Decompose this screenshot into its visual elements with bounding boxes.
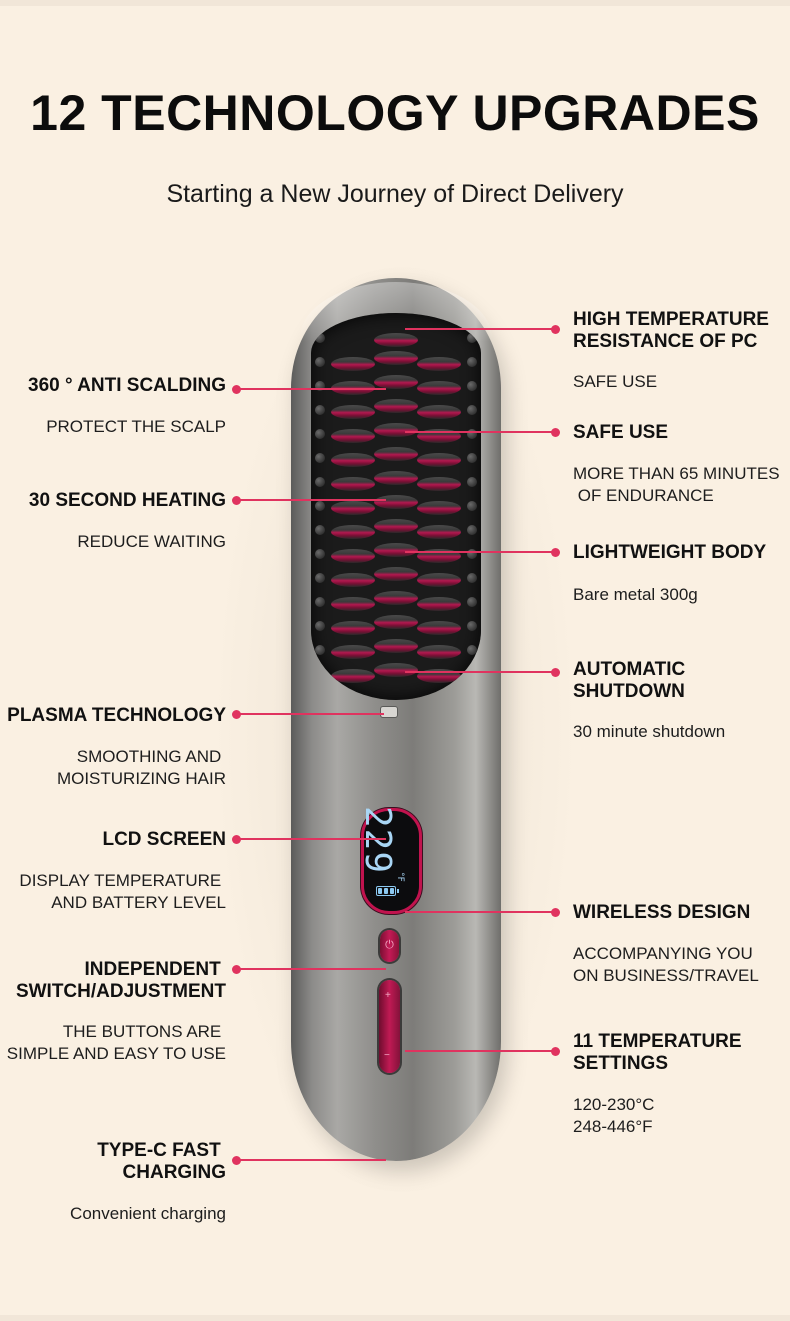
battery-icon: [376, 886, 399, 896]
feature-desc: SMOOTHING AND MOISTURIZING HAIR: [56, 747, 226, 788]
feature-desc: ACCOMPANYING YOU ON BUSINESS/TRAVEL: [573, 944, 759, 985]
feature-desc: PROTECT THE SCALP: [46, 417, 226, 436]
lcd-temperature-unit: °F: [394, 872, 405, 882]
bristle-row: [311, 543, 481, 565]
feature-title: PLASMA TECHNOLOGY: [7, 705, 226, 726]
feature-title: LIGHTWEIGHT BODY: [573, 542, 767, 563]
callout-dot: [551, 668, 560, 677]
callout-line: [405, 551, 555, 553]
bristle-row: [311, 375, 481, 397]
bristle-row: [311, 423, 481, 445]
feature-title: 11 TEMPERATURE SETTINGS: [573, 1031, 742, 1074]
bristle-row: [311, 471, 481, 493]
callout-dot: [551, 548, 560, 557]
feature-desc: 30 minute shutdown: [573, 722, 726, 741]
feature-desc: Convenient charging: [70, 1204, 226, 1223]
feature-desc: DISPLAY TEMPERATURE AND BATTERY LEVEL: [19, 871, 226, 912]
callout-line: [236, 713, 384, 715]
bristle-row: [311, 447, 481, 469]
feature-title: AUTOMATIC SHUTDOWN: [573, 659, 686, 702]
feature-title: LCD SCREEN: [102, 829, 226, 850]
feature-title: HIGH TEMPERATURE RESISTANCE OF PC: [573, 309, 769, 352]
bristle-row: [311, 591, 481, 613]
page-subtitle: Starting a New Journey of Direct Deliver…: [166, 180, 624, 208]
bottom-border: [0, 1315, 790, 1321]
callout-line: [236, 838, 386, 840]
feature-title: 30 SECOND HEATING: [28, 490, 226, 511]
feature-title: TYPE-C FAST CHARGING: [97, 1140, 226, 1183]
feature-desc: SAFE USE: [573, 372, 658, 391]
callout-line: [236, 388, 386, 390]
bristle-head: [311, 313, 481, 700]
feature-title: SAFE USE: [573, 422, 669, 443]
callout-line: [405, 671, 555, 673]
bristle-row: [311, 615, 481, 637]
callout-dot: [551, 908, 560, 917]
minus-icon: −: [384, 1050, 390, 1061]
callout-line: [236, 499, 386, 501]
plasma-vent-icon: [380, 706, 398, 718]
callout-line: [405, 1050, 555, 1052]
bristle-row: [311, 663, 481, 685]
callout-line: [405, 431, 555, 433]
feature-title: 360 ° ANTI SCALDING: [28, 375, 226, 396]
callout-dot: [551, 325, 560, 334]
bristle-row: [311, 519, 481, 541]
feature-title: INDEPENDENT SWITCH/ADJUSTMENT: [15, 959, 226, 1002]
callout-line: [236, 1159, 386, 1161]
bristle-row: [311, 399, 481, 421]
lcd-screen: [361, 808, 422, 914]
top-border: [0, 0, 790, 6]
feature-title: WIRELESS DESIGN: [573, 902, 751, 923]
feature-desc: REDUCE WAITING: [77, 532, 226, 551]
bristle-row: [311, 351, 481, 373]
feature-desc: Bare metal 300g: [573, 585, 698, 604]
callout-line: [405, 911, 555, 913]
lcd-temperature-value: 229: [357, 806, 398, 875]
bristle-row: [311, 495, 481, 517]
temperature-adjust-button[interactable]: [379, 980, 400, 1073]
bristle-row: [311, 327, 481, 349]
feature-desc: 120-230°C 248-446°F: [573, 1095, 655, 1136]
page-title: 12 TECHNOLOGY UPGRADES: [30, 85, 760, 141]
feature-desc: THE BUTTONS ARE SIMPLE AND EASY TO USE: [6, 1022, 226, 1063]
bristle-row: [311, 639, 481, 661]
bristle-row: [311, 567, 481, 589]
feature-desc: MORE THAN 65 MINUTES OF ENDURANCE: [573, 464, 780, 505]
callout-dot: [551, 1047, 560, 1056]
plus-icon: +: [385, 990, 391, 1001]
callout-line: [405, 328, 555, 330]
callout-line: [236, 968, 386, 970]
callout-dot: [551, 428, 560, 437]
power-button[interactable]: ⏻: [380, 930, 399, 962]
